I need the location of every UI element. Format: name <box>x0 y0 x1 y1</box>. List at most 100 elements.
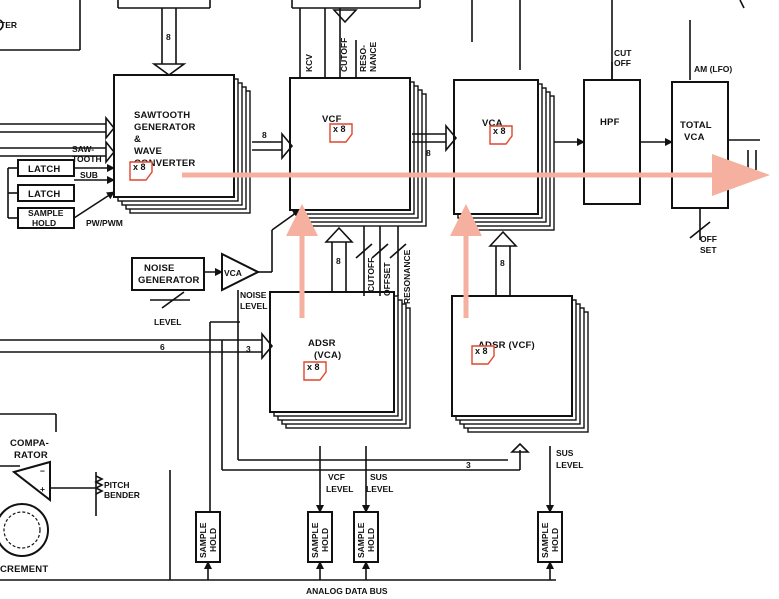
svg-text:8: 8 <box>166 32 171 42</box>
svg-text:OFF: OFF <box>700 234 717 244</box>
svg-text:SAMPLE: SAMPLE <box>540 522 550 558</box>
top-edge-wiring: TER <box>0 0 745 80</box>
vcf-block: VCF x 8 <box>289 77 427 227</box>
svg-text:ADSR (VCF): ADSR (VCF) <box>478 340 535 351</box>
latch-1: LATCH <box>8 159 115 177</box>
svg-text:6: 6 <box>160 342 165 352</box>
svg-text:SAMPLE: SAMPLE <box>310 522 320 558</box>
svg-text:AM (LFO): AM (LFO) <box>694 64 732 74</box>
bus-adsr-vcf-to-vca: 8 <box>488 230 518 296</box>
vca-block: VCA x 8 <box>453 79 555 231</box>
svg-text:WAVE: WAVE <box>134 146 162 157</box>
svg-text:LEVEL: LEVEL <box>326 484 353 494</box>
bus-adsr-to-vcf: 8 <box>324 226 354 292</box>
svg-text:3: 3 <box>246 344 251 354</box>
svg-text:LATCH: LATCH <box>28 164 60 175</box>
signal-wiring: 8 8 SAW- TOOTH <box>0 115 673 165</box>
adsr-vcf-block: ADSR (VCF) x 8 <box>451 295 589 433</box>
svg-text:ADSR: ADSR <box>308 338 336 349</box>
svg-text:PITCH: PITCH <box>104 480 130 490</box>
svg-text:CONVERTER: CONVERTER <box>134 158 195 169</box>
sample-hold-2: SAMPLE HOLD <box>307 511 333 580</box>
multiplier-vcf: x 8 <box>333 124 346 134</box>
vcf-bottom-controls: CUTOFF OFFSET RESONANCE <box>355 226 412 304</box>
svg-text:NANCE: NANCE <box>368 41 378 72</box>
svg-text:HPF: HPF <box>600 117 620 128</box>
multiplier-adsr-vca: x 8 <box>307 362 320 372</box>
svg-text:LEVEL: LEVEL <box>240 301 267 311</box>
svg-text:RESO-: RESO- <box>358 45 368 72</box>
svg-text:SAMPLE: SAMPLE <box>28 208 64 218</box>
svg-text:GENERATOR: GENERATOR <box>134 122 196 133</box>
sample-hold-1: SAMPLE HOLD <box>195 511 221 580</box>
svg-text:LATCH: LATCH <box>28 189 60 200</box>
svg-text:SUS: SUS <box>370 472 388 482</box>
sample-hold-4: SAMPLE HOLD <box>537 511 563 580</box>
svg-text:LEVEL: LEVEL <box>366 484 393 494</box>
svg-text:LEVEL: LEVEL <box>556 460 583 470</box>
svg-text:SAWTOOTH: SAWTOOTH <box>134 110 190 121</box>
noise-generator: NOISE GENERATOR LEVEL <box>131 257 223 327</box>
comparator: COMPA- RATOR − + PITCH BENDER <box>10 438 140 516</box>
svg-text:RESONANCE: RESONANCE <box>402 249 412 304</box>
sawtooth-generator-block: SAWTOOTH GENERATOR & WAVE CONVERTER x 8 <box>113 74 251 214</box>
multiplier-vca: x 8 <box>493 126 506 136</box>
adsr-vca-block: ADSR (VCA) x 8 <box>269 291 411 429</box>
svg-text:BENDER: BENDER <box>104 490 140 500</box>
svg-text:CUTOFF: CUTOFF <box>366 258 376 292</box>
svg-text:HOLD: HOLD <box>32 218 56 228</box>
vcf-top-inputs: KCV CUTOFF RESO- NANCE <box>299 8 378 78</box>
svg-text:&: & <box>134 134 141 145</box>
svg-text:SUB: SUB <box>80 170 98 180</box>
svg-text:HOLD: HOLD <box>366 528 376 552</box>
svg-text:SAMPLE: SAMPLE <box>356 522 366 558</box>
svg-text:CUTOFF: CUTOFF <box>339 38 349 72</box>
label-ter: TER <box>0 20 17 30</box>
svg-text:SET: SET <box>700 245 717 255</box>
svg-text:COMPA-: COMPA- <box>10 438 49 449</box>
svg-text:VCF: VCF <box>328 472 345 482</box>
svg-text:VCA: VCA <box>224 268 242 278</box>
svg-text:TOOTH: TOOTH <box>72 154 102 164</box>
lower-wiring: 6 3 3 VCF LEVEL SUS LEVEL SUS LEVEL ANAL… <box>0 321 583 596</box>
highlight-signal-path <box>182 154 770 318</box>
svg-text:HOLD: HOLD <box>208 528 218 552</box>
svg-text:+: + <box>40 484 45 494</box>
svg-text:8: 8 <box>426 148 431 158</box>
svg-text:SAW-: SAW- <box>72 144 94 154</box>
svg-text:−: − <box>40 466 45 476</box>
svg-text:KCV: KCV <box>304 54 314 72</box>
svg-text:LEVEL: LEVEL <box>154 317 181 327</box>
svg-text:HOLD: HOLD <box>550 528 560 552</box>
svg-text:SUS: SUS <box>556 448 574 458</box>
svg-text:VCF: VCF <box>322 114 342 125</box>
svg-text:VCA: VCA <box>482 118 503 129</box>
hpf-block: HPF CUT OFF <box>583 48 641 205</box>
latch-2: LATCH SUB <box>8 170 115 202</box>
bus-top-to-saw: 8 <box>151 8 187 76</box>
sample-hold-left: SAMPLE HOLD PW/PWM <box>7 168 123 229</box>
svg-text:3: 3 <box>466 460 471 470</box>
svg-text:8: 8 <box>500 258 505 268</box>
svg-text:PW/PWM: PW/PWM <box>86 218 123 228</box>
svg-text:OFF: OFF <box>614 58 631 68</box>
svg-text:(VCA): (VCA) <box>314 350 341 361</box>
multiplier-adsr-vcf: x 8 <box>475 346 488 356</box>
svg-text:RATOR: RATOR <box>14 450 48 461</box>
svg-text:TOTAL: TOTAL <box>680 120 712 131</box>
svg-text:GENERATOR: GENERATOR <box>138 275 200 286</box>
svg-text:CREMENT: CREMENT <box>0 564 48 575</box>
svg-text:NOISE: NOISE <box>144 263 175 274</box>
svg-text:OFFSET: OFFSET <box>382 262 392 296</box>
svg-text:VCA: VCA <box>684 132 705 143</box>
multiplier-saw: x 8 <box>133 162 146 172</box>
svg-text:8: 8 <box>336 256 341 266</box>
small-vca-amp: VCA NOISE LEVEL <box>221 209 301 380</box>
svg-text:NOISE: NOISE <box>240 290 267 300</box>
increment-dial: CREMENT <box>0 503 49 575</box>
svg-text:CUT: CUT <box>614 48 632 58</box>
svg-text:8: 8 <box>262 130 267 140</box>
svg-text:ANALOG DATA BUS: ANALOG DATA BUS <box>306 586 388 596</box>
svg-text:SAMPLE: SAMPLE <box>198 522 208 558</box>
